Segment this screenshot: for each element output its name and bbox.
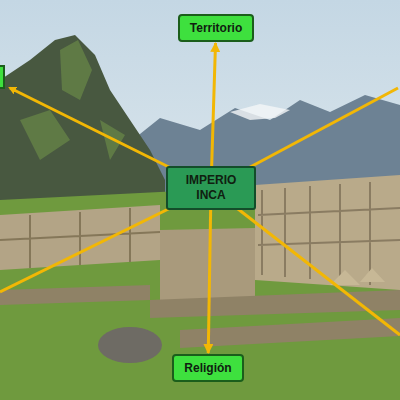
roof-gables xyxy=(330,268,385,285)
node-label: IMPERIO INCA xyxy=(176,173,246,203)
node-label: Territorio xyxy=(190,21,242,35)
terrace-walls xyxy=(0,285,400,348)
cloud xyxy=(230,104,290,120)
cut-off-box xyxy=(0,66,4,88)
arrow xyxy=(211,188,400,335)
stone-ruins xyxy=(255,175,400,290)
node-label: Religión xyxy=(184,361,231,375)
stone-ruins xyxy=(0,205,160,270)
central-box: IMPERIO INCA xyxy=(166,166,256,210)
topic-box: Territorio xyxy=(178,14,254,42)
grass xyxy=(0,180,400,400)
ruin-walls xyxy=(258,182,400,285)
arrow-connector xyxy=(212,43,216,166)
cut-off-arrows xyxy=(0,88,400,335)
stone-ruins xyxy=(160,228,255,300)
ruin-walls xyxy=(0,208,160,268)
topic-box: Religión xyxy=(172,354,243,382)
rock xyxy=(98,327,162,363)
arrow-connector xyxy=(208,210,210,353)
